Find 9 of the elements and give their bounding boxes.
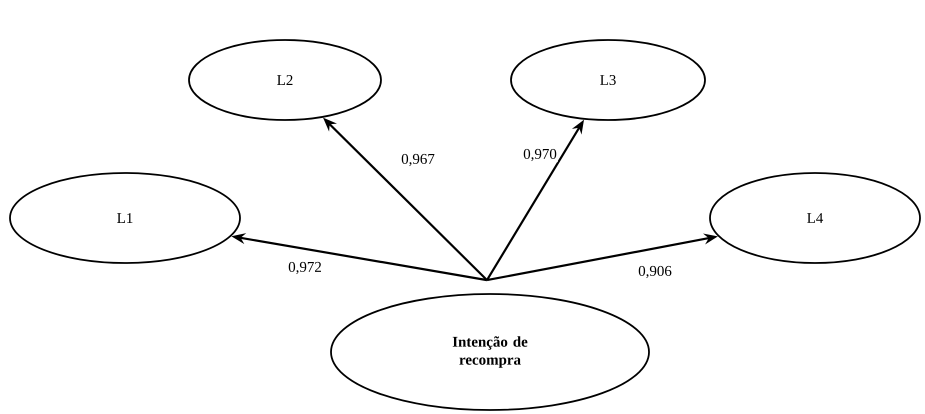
edge-label: 0,906 — [637, 264, 673, 280]
ellipse-node: L1 — [9, 172, 241, 264]
edge-label: 0,970 — [522, 148, 558, 162]
ellipse-node: Intenção de recompra — [330, 293, 650, 411]
edge-label: 0,967 — [400, 152, 436, 168]
edge-label: 0,972 — [287, 260, 323, 276]
ellipse-node: L3 — [510, 39, 706, 121]
ellipse-node: L4 — [709, 172, 921, 264]
ellipse-node: L2 — [188, 39, 382, 121]
